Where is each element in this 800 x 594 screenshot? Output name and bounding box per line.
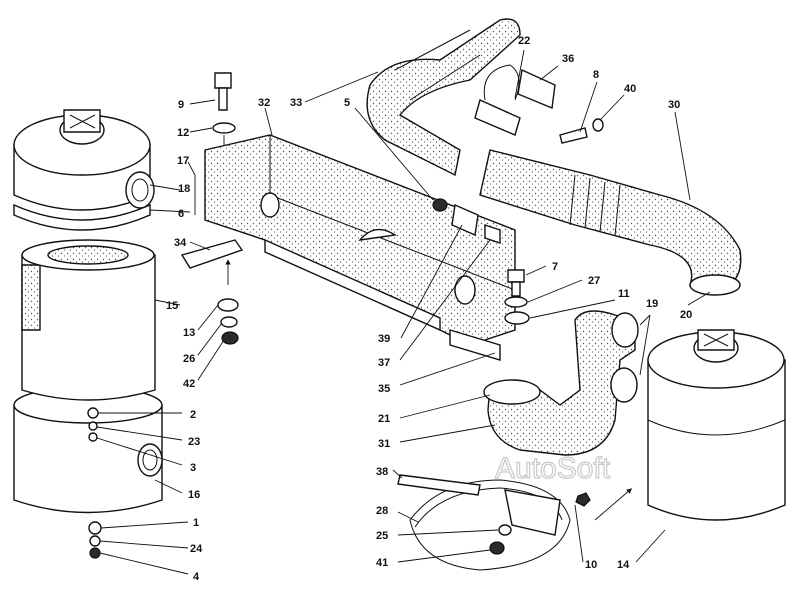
callout-34: 34 [174,237,187,249]
callout-39: 39 [378,333,390,345]
callout-20: 20 [680,309,692,321]
watermark: AutoSoft [495,452,611,485]
washer-25 [498,524,512,536]
callout-35: 35 [378,383,390,395]
callout-15: 15 [166,300,178,312]
bolt-8 [559,127,588,144]
callout-41: 41 [376,557,388,569]
air-cleaner-left [13,109,163,559]
callout-14: 14 [617,559,630,571]
callout-13: 13 [183,327,195,339]
bolt-7 [507,269,525,283]
nut-small [575,492,591,507]
callout-3: 3 [190,462,196,474]
leader-lines [96,49,711,575]
callout-12: 12 [177,127,189,139]
washer-13 [217,298,239,312]
callout-7: 7 [552,261,558,273]
callout-25: 25 [376,530,388,542]
callout-5: 5 [344,97,350,109]
callout-22: 22 [518,35,530,47]
washer-27 [504,296,528,308]
washer-12 [212,122,236,134]
callout-11: 11 [618,288,630,300]
callout-18: 18 [178,183,190,195]
callout-9: 9 [178,99,184,111]
air-cleaner-right [647,329,786,521]
callout-37: 37 [378,357,390,369]
intake-manifold-32 [204,134,516,361]
pipe-30 [479,149,742,296]
callout-8: 8 [593,69,599,81]
callout-26: 26 [183,353,195,365]
callout-6: 6 [178,208,184,220]
washer-11 [504,311,530,325]
callout-numbers: 9 12 17 18 6 34 15 13 26 42 2 23 3 16 1 … [166,35,692,583]
callout-31: 31 [378,438,390,450]
nut-42 [221,331,239,345]
callout-40: 40 [624,83,636,95]
nut-41 [489,541,505,555]
callout-1: 1 [193,517,199,529]
callout-38: 38 [376,466,388,478]
bracket-36 [517,68,556,109]
nut-5 [432,198,448,212]
bracket-10 [504,489,561,536]
callout-32: 32 [258,97,270,109]
callout-30: 30 [668,99,680,111]
callout-36: 36 [562,53,574,65]
hose-33 [366,18,521,177]
bracket-34 [180,239,244,269]
callout-27: 27 [588,275,600,287]
washer-40 [592,118,604,132]
callout-42: 42 [183,378,195,390]
bolt-38 [397,474,481,496]
callout-10: 10 [585,559,597,571]
elbow-pipe-19 [483,310,639,456]
callout-28: 28 [376,505,388,517]
clamp-22 [474,99,521,136]
callout-2: 2 [190,409,196,421]
bolt-9 [214,72,232,111]
callout-33: 33 [290,97,302,109]
washer-26 [220,316,238,328]
callout-24: 24 [190,543,203,555]
callout-16: 16 [188,489,200,501]
bracket-39 [451,203,479,237]
callout-23: 23 [188,436,200,448]
callout-21: 21 [378,413,390,425]
callout-17: 17 [177,155,189,167]
callout-19: 19 [646,298,658,310]
callout-4: 4 [193,571,200,583]
bolt-37 [484,224,501,244]
